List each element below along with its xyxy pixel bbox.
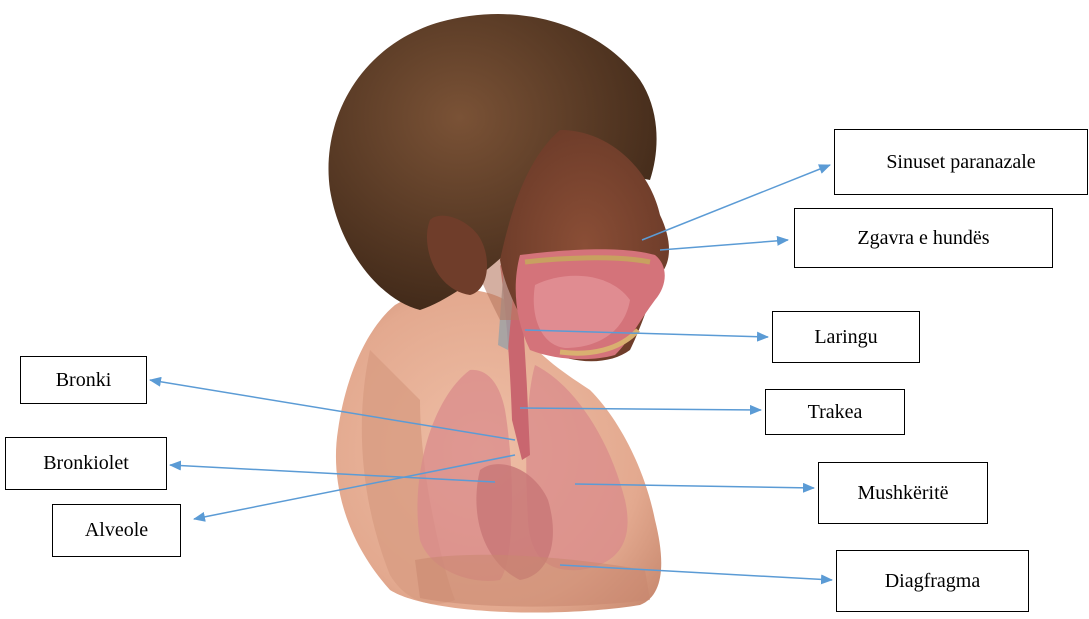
label-zgavra-e-hundes: Zgavra e hundës xyxy=(794,208,1053,268)
label-sinuset-paranazale: Sinuset paranazale xyxy=(834,129,1088,195)
label-alveole: Alveole xyxy=(52,504,181,557)
label-diagfragma: Diagfragma xyxy=(836,550,1029,612)
label-trakea: Trakea xyxy=(765,389,905,435)
label-bronki: Bronki xyxy=(20,356,147,404)
label-mushkerite: Mushkëritë xyxy=(818,462,988,524)
label-bronkiolet: Bronkiolet xyxy=(5,437,167,490)
arrow-zgavra xyxy=(660,240,788,250)
label-laringu: Laringu xyxy=(772,311,920,363)
